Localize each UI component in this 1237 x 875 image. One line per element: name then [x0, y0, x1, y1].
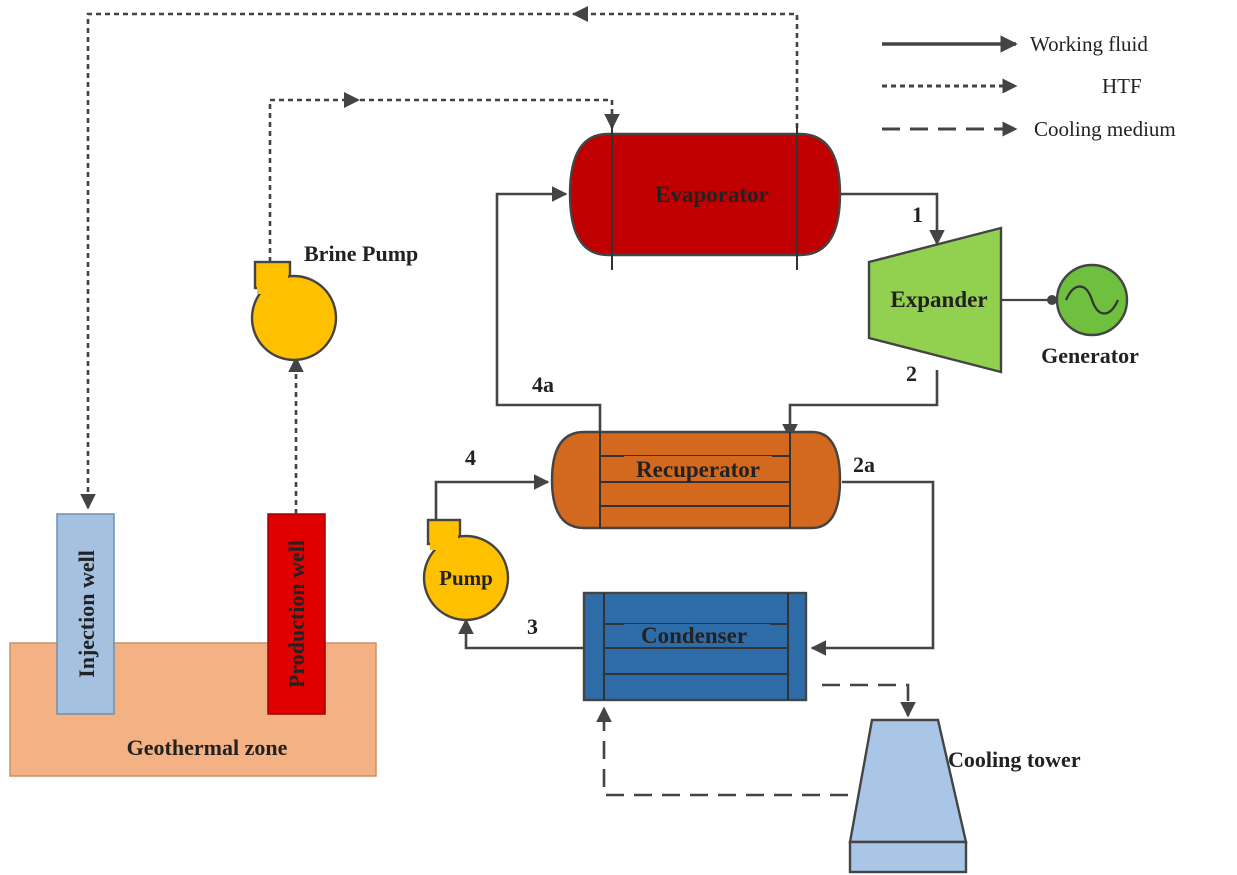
geothermal-zone-label: Geothermal zone: [127, 735, 288, 760]
recuperator-label-bg: [624, 456, 772, 480]
pump-label: Pump: [439, 566, 493, 590]
state-label-1: 1: [912, 202, 923, 227]
production-well: [267, 513, 326, 715]
legend-cooling-medium-label: Cooling medium: [1034, 117, 1176, 141]
state-label-2a: 2a: [853, 452, 875, 477]
generator-label: Generator: [1041, 343, 1139, 368]
legend-working-fluid-label: Working fluid: [1030, 32, 1148, 56]
wf-line-expander-to-recuperator: [782, 370, 939, 440]
wf-line-recuperator-to-condenser: [810, 480, 935, 656]
brine-pump: [250, 260, 338, 362]
wf-line-pump-to-recuperator: [434, 474, 550, 520]
cooling-line-condenser-to-tower: [822, 683, 916, 718]
htf-line-pump-to-evaporator: [268, 98, 620, 262]
pump: [422, 518, 510, 622]
legend: Working fluid HTF Cooling medium: [882, 32, 1176, 141]
cooling-tower: [848, 718, 968, 844]
evaporator-label: Evaporator: [655, 182, 769, 207]
shaft-coupling: [1047, 295, 1057, 305]
condenser-label-bg: [624, 624, 770, 647]
state-label-3: 3: [527, 614, 538, 639]
state-label-4: 4: [465, 445, 476, 470]
brine-pump-label: Brine Pump: [304, 241, 418, 266]
evaporator: [568, 132, 842, 257]
condenser-label: Condenser: [641, 623, 747, 648]
injection-well: [56, 513, 115, 715]
wf-line-condenser-to-pump: [458, 618, 584, 650]
recuperator-label: Recuperator: [636, 457, 760, 482]
htf-return-arrow-marker: [572, 6, 588, 22]
expander-label: Expander: [890, 287, 987, 312]
state-label-4a: 4a: [532, 372, 554, 397]
wf-line-4a-to-evaporator: [495, 186, 602, 432]
state-label-2: 2: [906, 361, 917, 386]
htf-line-evaporator-to-injection: [80, 12, 799, 510]
sine-wave-icon: [1064, 285, 1120, 315]
htf-arrow-marker: [344, 92, 360, 108]
wf-line-evaporator-to-expander: [838, 192, 945, 246]
injection-well-label: Injection well: [74, 550, 99, 678]
cooling-line-tower-to-condenser: [596, 706, 848, 797]
cooling-tower-basin: [848, 840, 968, 874]
production-well-label: Production well: [284, 540, 309, 688]
legend-htf-label: HTF: [1102, 74, 1142, 98]
cooling-tower-label: Cooling tower: [948, 747, 1081, 772]
expander: [867, 226, 1003, 374]
